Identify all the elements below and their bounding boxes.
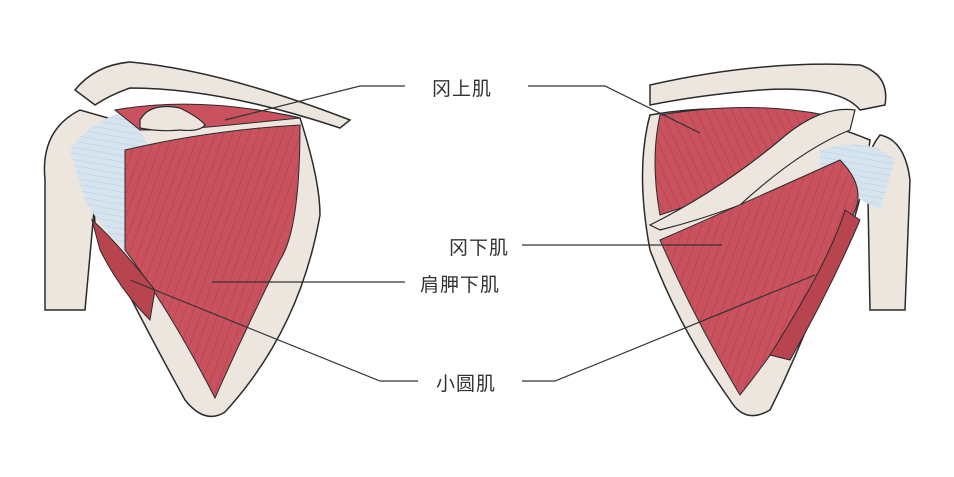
leader-lines bbox=[129, 85, 816, 382]
leader-teres-minor-left bbox=[129, 279, 418, 382]
posterior-view bbox=[641, 63, 911, 417]
label-infraspinatus: 冈下肌 bbox=[449, 237, 510, 259]
label-teres-minor: 小圆肌 bbox=[436, 373, 497, 395]
muscle-subscapularis-left bbox=[124, 124, 301, 400]
anterior-view bbox=[43, 61, 352, 418]
leader-teres-minor-right bbox=[522, 274, 816, 382]
label-subscapularis: 肩胛下肌 bbox=[420, 274, 501, 296]
leader-supraspinatus-right bbox=[528, 85, 701, 134]
scapular-spine-right bbox=[648, 108, 856, 231]
clavicle-left bbox=[73, 61, 352, 129]
muscle-teres-minor-left bbox=[91, 218, 156, 322]
muscle-teres-minor-right bbox=[769, 209, 861, 361]
clavicle-right bbox=[649, 63, 887, 111]
leader-supraspinatus-left bbox=[224, 85, 405, 121]
label-supraspinatus: 冈上肌 bbox=[432, 78, 493, 100]
coracoid-left bbox=[139, 105, 206, 132]
